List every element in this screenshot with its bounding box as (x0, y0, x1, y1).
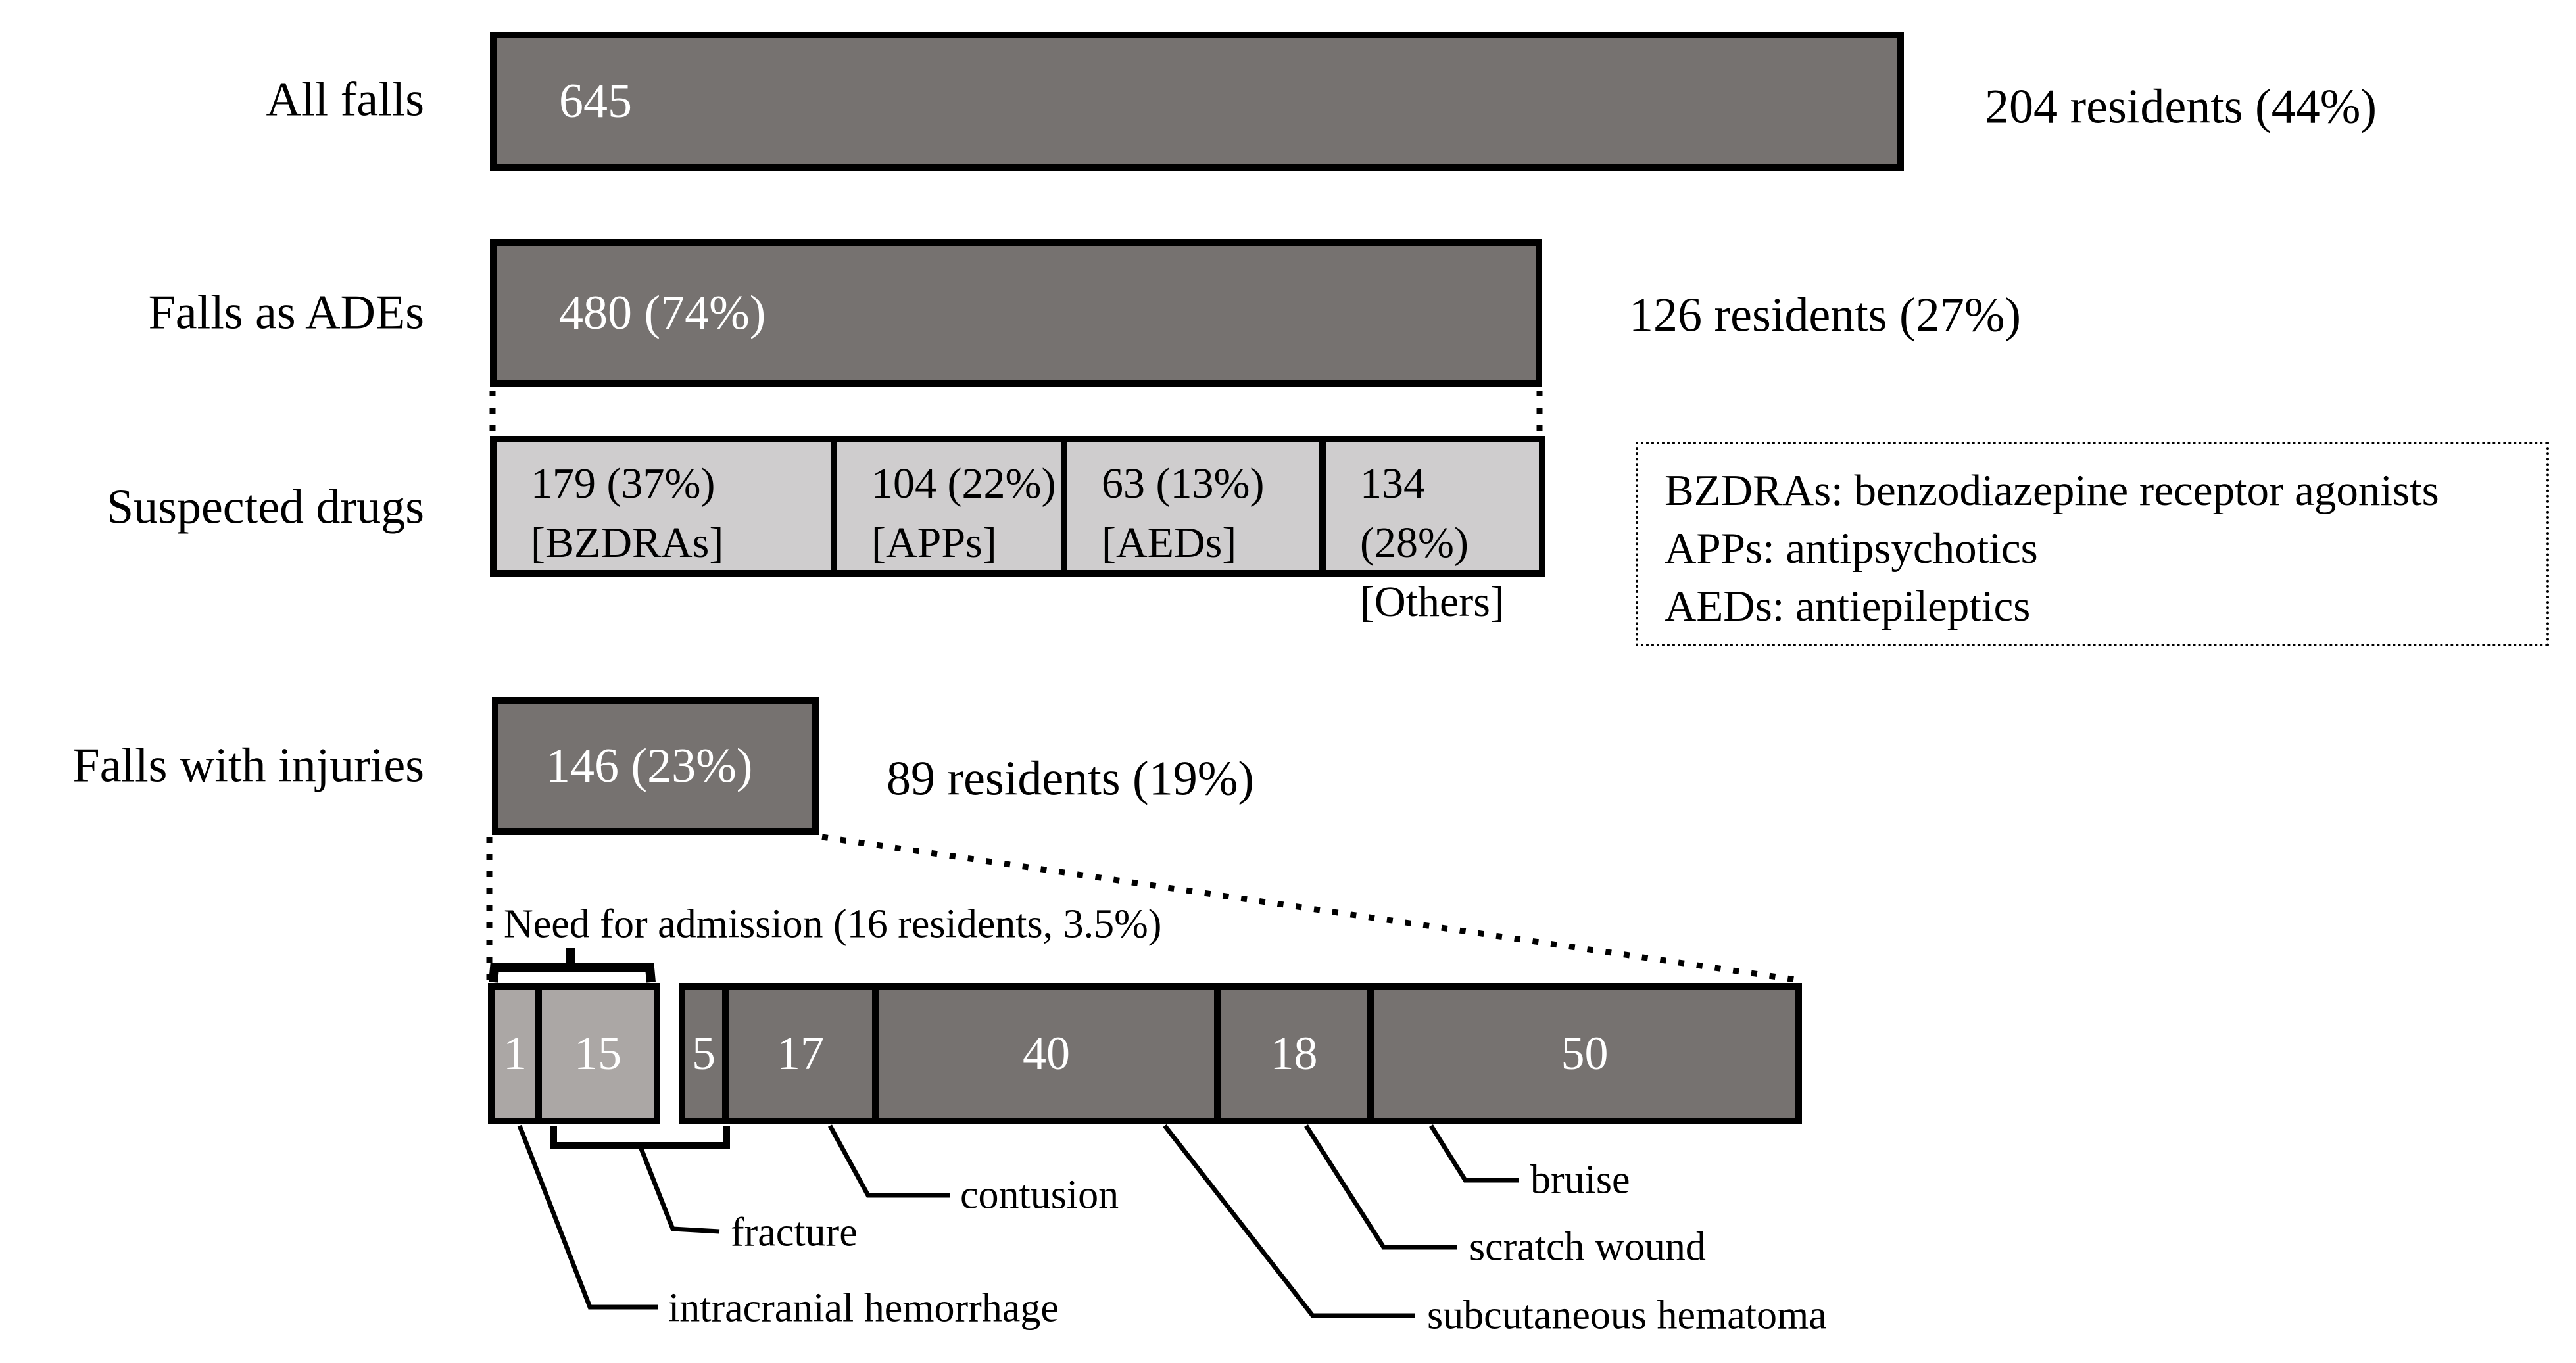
injury-segment-scratch-value: 18 (1270, 1027, 1318, 1080)
bar-falls-as-ades: 480 (74%) (490, 239, 1542, 387)
bar-falls-as-ades-value: 480 (74%) (559, 285, 766, 340)
drug-segment-others-class: [Others] (1360, 578, 1505, 626)
drug-segment-apps-value: 104 (22%) (871, 460, 1056, 508)
injury-segment-bruise: 50 (1367, 983, 1802, 1124)
suspected-drugs-bar: 179 (37%) [BZDRAs] 104 (22%) [APPs] 63 (… (490, 436, 1545, 626)
drug-segment-aeds-value: 63 (13%) (1102, 460, 1265, 508)
injury-segment-subcutaneous: 40 (872, 983, 1221, 1124)
row-label-suspected-drugs: Suspected drugs (107, 480, 424, 535)
label-bruise: bruise (1530, 1157, 1630, 1203)
bar-falls-with-injuries: 146 (23%) (492, 697, 819, 835)
injury-bar-main-group: 5 17 40 18 50 (679, 983, 1802, 1124)
injury-segment-fracture-admitted-value: 15 (574, 1027, 621, 1080)
bruise-leader-line (1429, 1124, 1519, 1183)
side-text-ades-residents: 126 residents (27%) (1629, 288, 2021, 343)
injury-segment-fracture-value: 5 (692, 1027, 716, 1080)
injury-segment-contusion: 17 (722, 983, 879, 1124)
drug-segment-bzdras: 179 (37%) [BZDRAs] (490, 436, 837, 577)
injury-segment-intracranial-value: 1 (503, 1027, 527, 1080)
fracture-bracket (550, 1126, 730, 1149)
admission-note: Need for admission (16 residents, 3.5%) (504, 901, 1162, 947)
label-subcutaneous-hematoma: subcutaneous hematoma (1427, 1293, 1827, 1338)
drug-segment-apps-class: [APPs] (871, 519, 997, 567)
row-label-all-falls: All falls (266, 72, 424, 127)
injury-segment-scratch: 18 (1214, 983, 1374, 1124)
row-label-falls-as-ades: Falls as ADEs (148, 285, 424, 340)
bar-all-falls: 645 (490, 32, 1904, 171)
label-intracranial-hemorrhage: intracranial hemorrhage (668, 1285, 1059, 1331)
legend-line-bzdras: BZDRAs: benzodiazepine receptor agonists (1665, 466, 2439, 515)
injury-segment-subcutaneous-value: 40 (1023, 1027, 1070, 1080)
label-fracture: fracture (731, 1210, 858, 1255)
drug-segment-aeds: 63 (13%) [AEDs] (1061, 436, 1326, 577)
legend-line-aeds: AEDs: antiepileptics (1665, 582, 2031, 631)
injury-segment-fracture: 5 (679, 983, 729, 1124)
admission-bracket (489, 963, 656, 983)
drug-segment-others-value: 134 (28%) (1360, 460, 1469, 567)
drug-segment-bzdras-value: 179 (37%) (531, 460, 716, 508)
abbreviation-legend: BZDRAs: benzodiazepine receptor agonists… (1636, 442, 2549, 646)
injury-bar-admission-group: 1 15 (488, 983, 660, 1124)
label-scratch-wound: scratch wound (1469, 1224, 1706, 1270)
drug-segment-apps: 104 (22%) [APPs] (831, 436, 1067, 577)
injury-segment-bruise-value: 50 (1561, 1027, 1609, 1080)
row-label-falls-with-injuries: Falls with injuries (72, 738, 424, 793)
fracture-leader-line (637, 1144, 720, 1234)
injury-segment-contusion-value: 17 (777, 1027, 824, 1080)
side-text-injuries-residents: 89 residents (19%) (887, 752, 1254, 806)
drug-segment-others: 134 (28%) [Others] (1319, 436, 1545, 626)
injury-segment-fracture-admitted: 15 (535, 983, 660, 1124)
label-contusion: contusion (960, 1172, 1119, 1218)
subcutaneous-leader-line (1163, 1124, 1415, 1318)
drug-segment-aeds-class: [AEDs] (1102, 519, 1237, 567)
side-text-all-falls-residents: 204 residents (44%) (1985, 80, 2377, 134)
legend-line-apps: APPs: antipsychotics (1665, 524, 2038, 573)
bar-falls-with-injuries-value: 146 (23%) (546, 738, 753, 793)
injury-segment-intracranial: 1 (488, 983, 542, 1124)
scratch-leader-line (1304, 1124, 1457, 1250)
bar-all-falls-value: 645 (559, 74, 632, 128)
contusion-leader-line (827, 1124, 950, 1198)
drug-segment-bzdras-class: [BZDRAs] (531, 519, 724, 567)
intracranial-leader-line (517, 1124, 658, 1310)
